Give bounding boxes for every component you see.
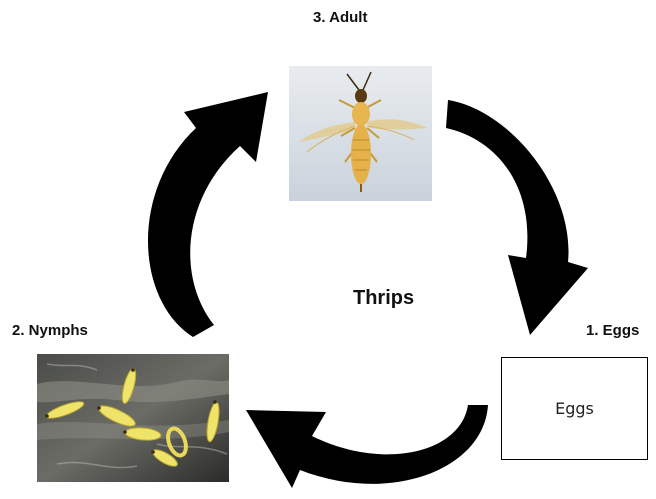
arrow-eggs-to-nymphs (246, 405, 488, 488)
arrow-adult-to-eggs (446, 100, 588, 335)
eggs-box-text: Eggs (555, 399, 594, 418)
stage-label-eggs: 1. Eggs (586, 322, 639, 339)
stage-label-nymphs: 2. Nymphs (12, 322, 88, 339)
arrow-nymphs-to-adult (148, 92, 268, 337)
adult-thrips-image (289, 66, 432, 201)
diagram-title: Thrips (353, 287, 414, 310)
stage-label-adult: 3. Adult (313, 9, 367, 26)
nymph-thrips-image (37, 354, 229, 482)
eggs-box: Eggs (501, 357, 648, 460)
